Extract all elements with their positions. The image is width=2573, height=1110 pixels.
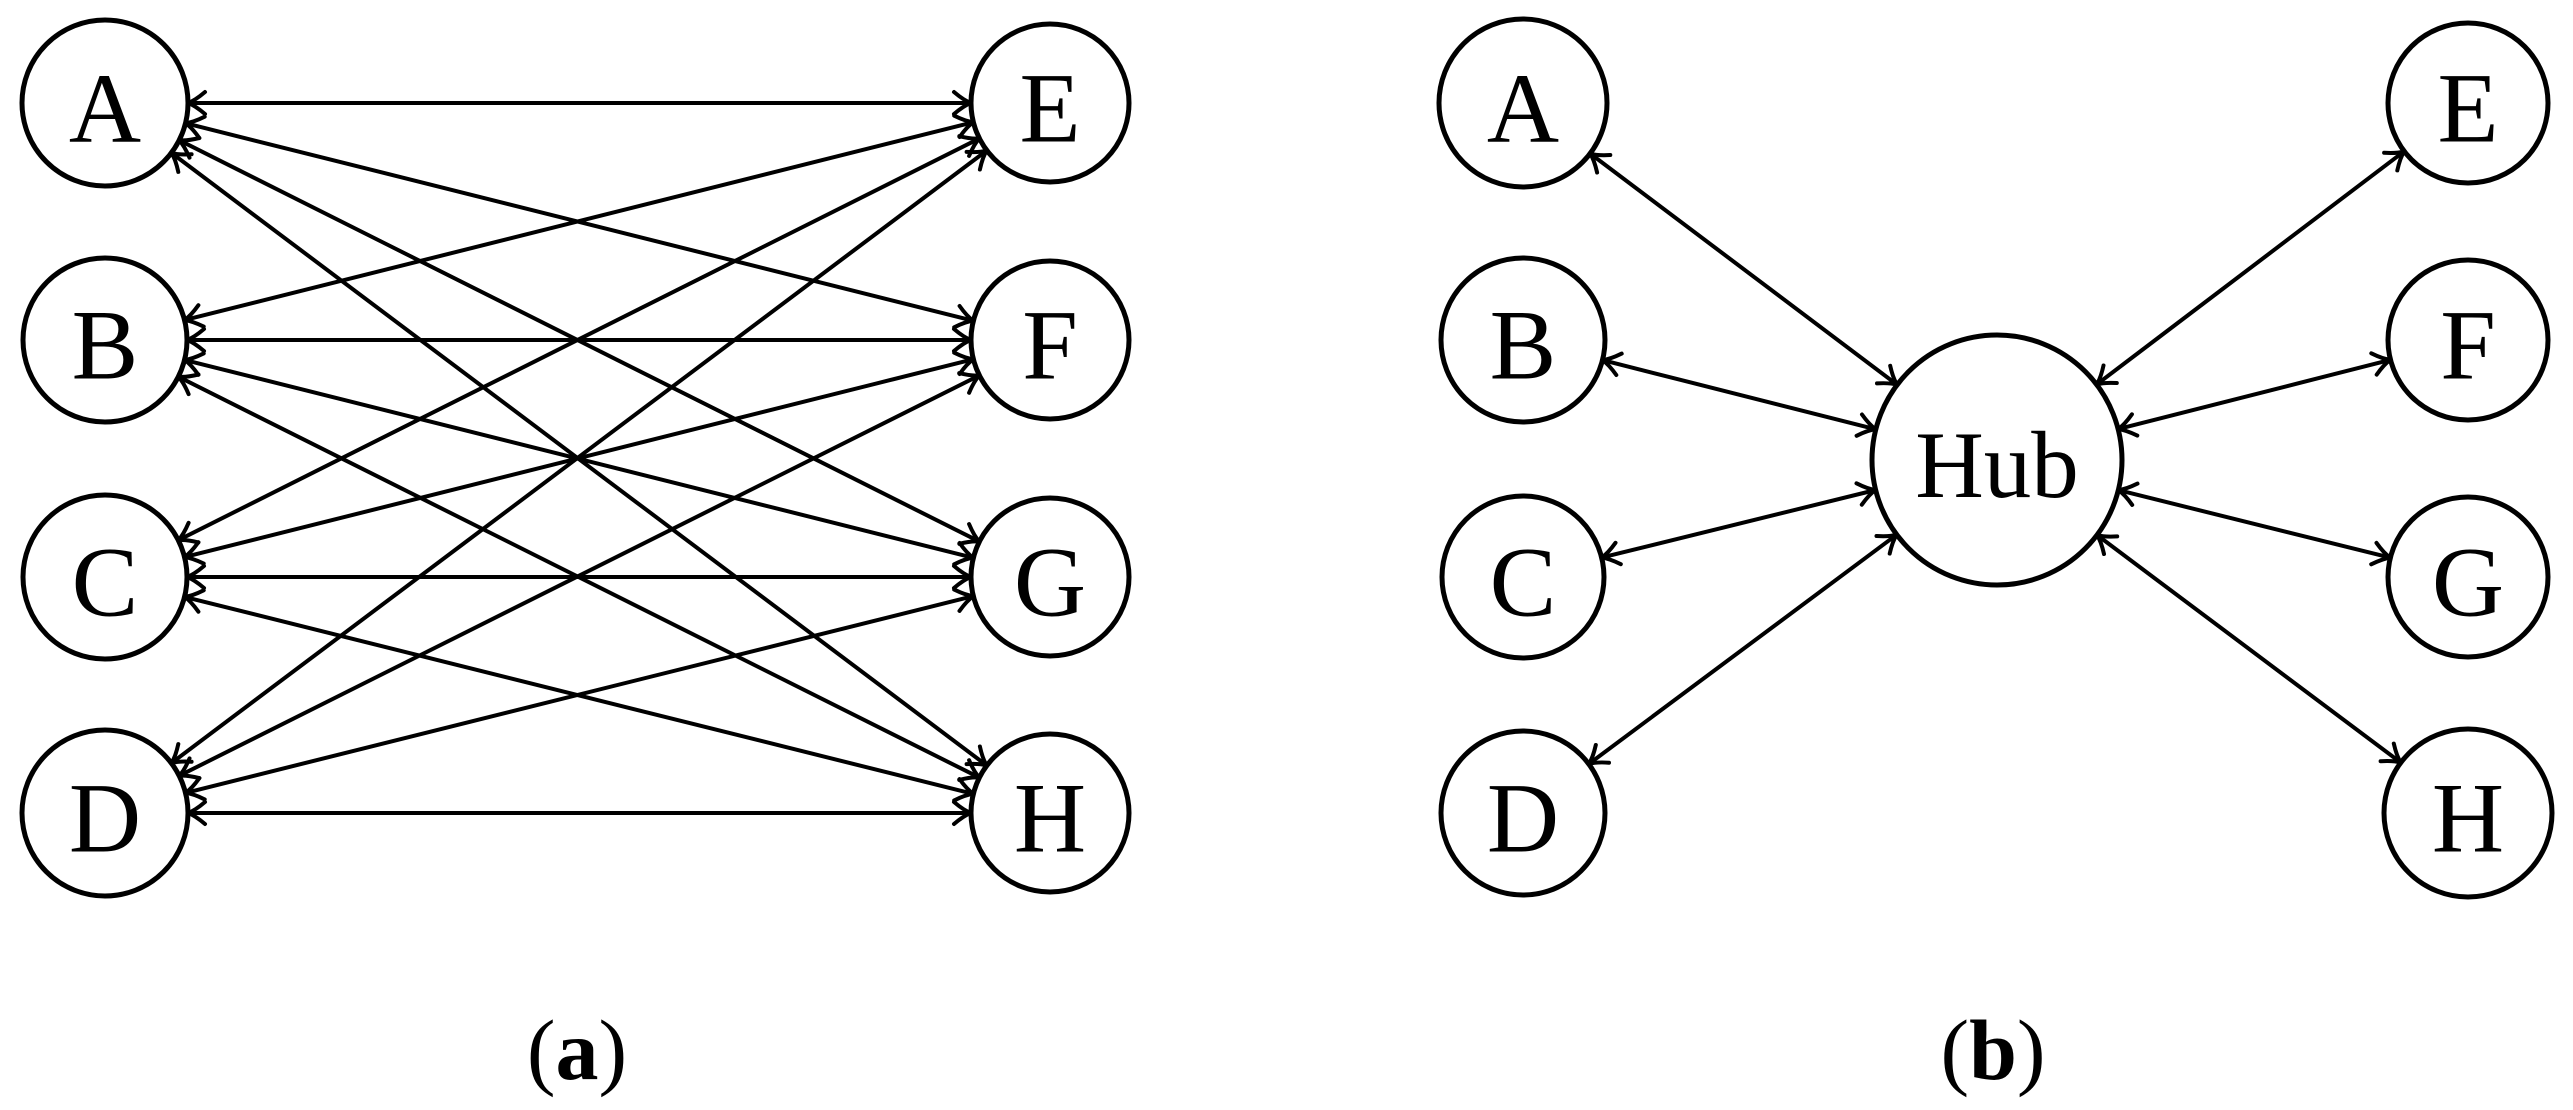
node-label-b-E: E [2437, 53, 2498, 164]
node-label-b-C: C [1490, 527, 1557, 638]
node-circle-a-F [968, 258, 1132, 422]
caption-b-letter: b [1969, 1002, 2017, 1098]
edge-b-D-Hub [1587, 533, 1898, 766]
node-label-b-F: F [2440, 290, 2496, 401]
node-circle-b-G [2385, 494, 2551, 660]
caption-a-close-paren: ) [598, 1002, 628, 1098]
node-circle-a-A [19, 17, 191, 189]
edge-b-H-Hub [2095, 533, 2402, 765]
edge-a-D-F [178, 373, 981, 778]
node-circle-a-H [968, 731, 1132, 895]
node-circle-b-F [2385, 257, 2551, 423]
edge-b-C-Hub [1601, 488, 1877, 560]
edge-b-E-Hub [2095, 149, 2406, 387]
caption-b-close-paren: ) [2016, 1002, 2046, 1098]
node-label-a-C: C [72, 527, 139, 638]
edge-b-G-Hub [2117, 488, 2391, 560]
node-label-b-Hub: Hub [1915, 412, 2079, 518]
caption-a-letter: a [555, 1002, 599, 1098]
node-circle-a-D [19, 727, 191, 899]
node-circle-b-C [1439, 493, 1607, 661]
caption-b: (b) [1940, 1007, 2045, 1093]
figure-panel-b: A B C D E F G H Hub [1436, 16, 2555, 900]
caption-a: (a) [527, 1007, 627, 1093]
edge-a-D-G [185, 594, 974, 795]
node-circle-a-E [968, 21, 1132, 185]
node-circle-b-A [1436, 16, 1610, 190]
node-label-a-G: G [1014, 527, 1086, 638]
node-circle-b-E [2385, 20, 2551, 186]
node-circle-a-C [20, 492, 190, 662]
node-circle-a-G [968, 495, 1132, 659]
figure-panel-a: A B C D E F G H [19, 17, 1132, 899]
node-label-a-H: H [1014, 763, 1086, 874]
node-label-b-B: B [1490, 290, 1557, 401]
node-label-a-F: F [1022, 290, 1078, 401]
node-circle-b-Hub [1869, 332, 2125, 588]
edge-a-D-E [170, 148, 989, 765]
edge-a-C-E [177, 136, 981, 542]
node-label-b-G: G [2432, 527, 2504, 638]
node-label-b-A: A [1487, 53, 1559, 164]
node-label-a-B: B [72, 290, 139, 401]
node-label-b-D: D [1487, 763, 1559, 874]
node-circle-b-D [1438, 728, 1608, 898]
edge-b-A-Hub [1588, 151, 1899, 387]
node-label-a-A: A [69, 53, 141, 164]
node-label-a-D: D [69, 763, 141, 874]
edge-a-B-E [184, 120, 974, 323]
edge-b-F-Hub [2117, 357, 2391, 432]
edge-b-B-Hub [1602, 358, 1877, 432]
node-circle-b-B [1438, 255, 1608, 425]
caption-b-open-paren: ( [1940, 1002, 1970, 1098]
node-label-b-H: H [2432, 763, 2504, 874]
caption-a-open-paren: ( [526, 1002, 556, 1098]
node-circle-a-B [20, 255, 190, 425]
node-label-a-E: E [1019, 53, 1080, 164]
node-circle-b-H [2381, 726, 2555, 900]
